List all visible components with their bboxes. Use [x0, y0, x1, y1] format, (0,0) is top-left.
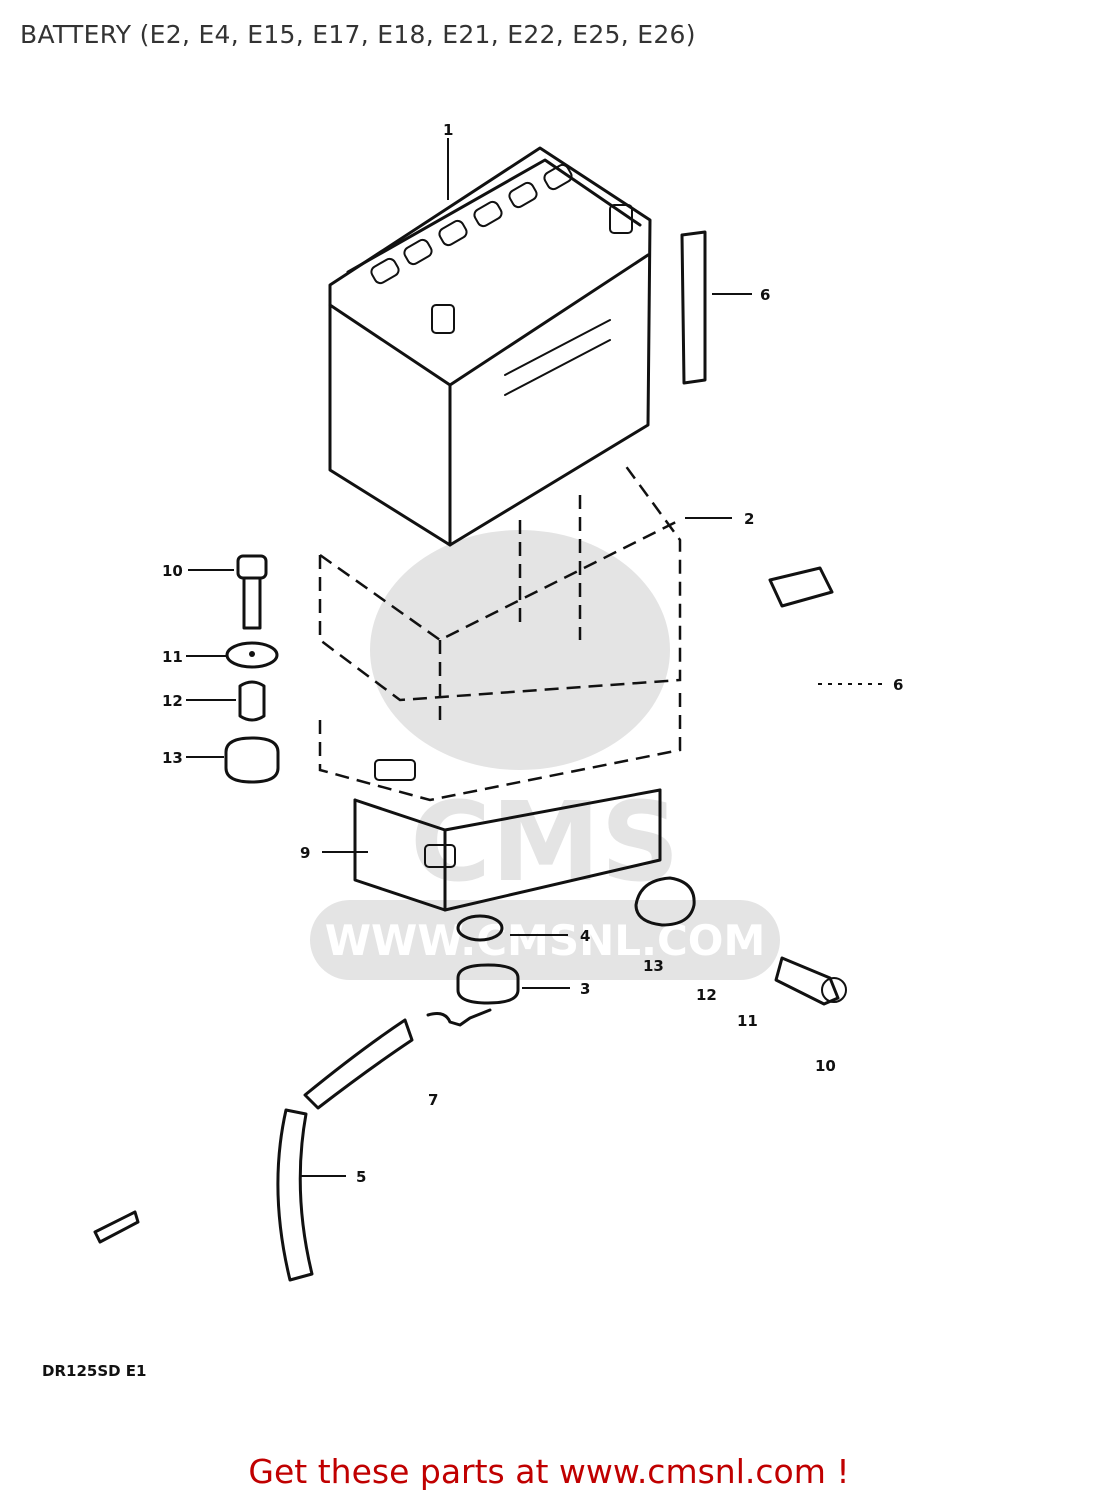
- leader-lines: [186, 138, 882, 1177]
- page-title: BATTERY (E2, E4, E15, E17, E18, E21, E22…: [20, 20, 696, 49]
- left-bolt-stack: [224, 554, 280, 784]
- callout-1: 1: [443, 121, 453, 139]
- diagram-code: DR125SD E1: [42, 1362, 146, 1380]
- callout-6-upper: 6: [760, 286, 770, 304]
- callout-13-left: 13: [162, 749, 183, 767]
- cushion-4: [456, 914, 504, 942]
- callout-3: 3: [580, 980, 590, 998]
- callout-10-right: 10: [815, 1057, 836, 1075]
- callout-7: 7: [428, 1091, 438, 1109]
- callout-4: 4: [580, 927, 590, 945]
- callout-2: 2: [744, 510, 754, 528]
- drain-hose: [276, 1008, 492, 1282]
- callout-11-right: 11: [737, 1012, 758, 1030]
- callout-6-lower: 6: [893, 676, 903, 694]
- right-bolt-stack: [634, 566, 847, 1006]
- callout-12-left: 12: [162, 692, 183, 710]
- watermark-url: WWW.CMSNL.COM: [325, 916, 766, 965]
- battery: [328, 146, 652, 547]
- callout-5: 5: [356, 1168, 366, 1186]
- watermark-brand: CMS: [410, 778, 679, 906]
- cmsnl-link[interactable]: Get these parts at www.cmsnl.com !: [248, 1452, 850, 1491]
- front-arrow-icon: [93, 1210, 140, 1244]
- cushion-3: [456, 963, 520, 1005]
- breather-tube-upper: [680, 230, 707, 385]
- battery-holder: [318, 464, 682, 720]
- callout-9: 9: [300, 844, 310, 862]
- callout-12-right: 12: [696, 986, 717, 1004]
- callout-11-left: 11: [162, 648, 183, 666]
- footer-promo[interactable]: Get these parts at www.cmsnl.com !: [0, 1452, 1098, 1491]
- callout-10-left: 10: [162, 562, 183, 580]
- cms-watermark: CMS WWW.CMSNL.COM: [310, 530, 780, 980]
- callout-13-right: 13: [643, 957, 664, 975]
- callout-labels: 1 2 3 4 5 6 6 7 9 10 11 12 13 13 12 11 1…: [162, 121, 903, 1186]
- battery-tray: [318, 690, 682, 912]
